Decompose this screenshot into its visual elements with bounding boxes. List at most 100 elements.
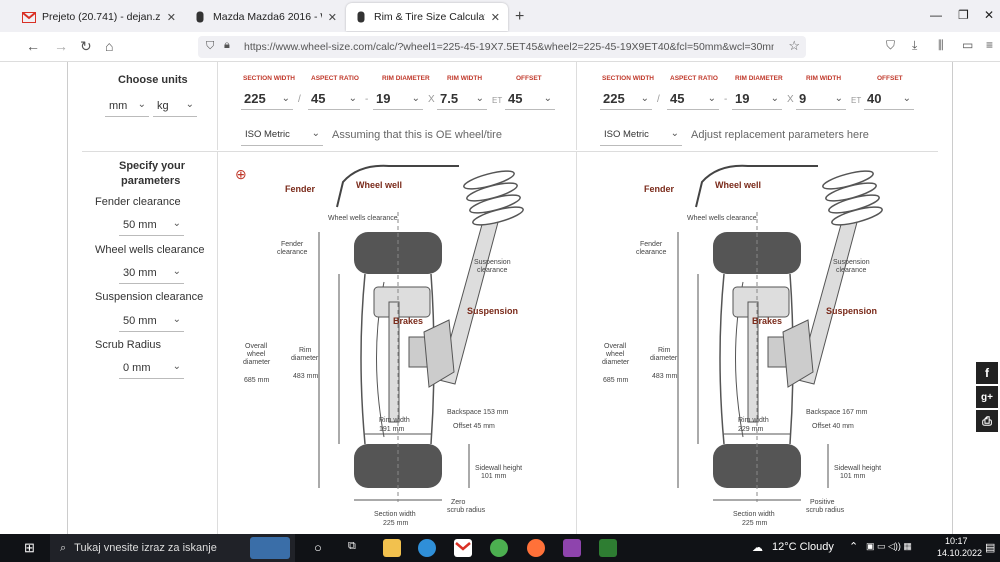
scrub-radius-select[interactable]: 0 mm⌄	[119, 357, 184, 379]
rim-width-select[interactable]: 9⌄	[796, 88, 846, 110]
rim-width-select[interactable]: 7.5⌄	[437, 88, 487, 110]
weather-text[interactable]: 12°C Cloudy	[772, 541, 834, 553]
sidewall-label: Sidewall height	[475, 465, 522, 472]
chevron-down-icon: ⌄	[640, 93, 649, 104]
back-icon[interactable]: ←	[26, 38, 40, 54]
chevron-down-icon: ⌄	[348, 93, 357, 104]
edge-icon[interactable]	[418, 539, 436, 557]
suspension-clearance-label-2: clearance	[836, 267, 866, 274]
tire-top	[354, 232, 442, 274]
close-tab-icon[interactable]: ✕	[327, 11, 337, 24]
tab-calculator[interactable]: Rim & Tire Size Calculator. Cust ✕	[346, 3, 508, 31]
suspension-clearance-label: Suspension	[474, 259, 511, 266]
scrub-label-2: scrub radius	[806, 507, 845, 514]
tab-gmail[interactable]: Prejeto (20.741) - dejan.zmegac ✕	[14, 3, 184, 31]
google-plus-icon[interactable]: g+	[976, 386, 998, 408]
section-width-label: Section width	[733, 511, 775, 518]
wheel-wells-clearance-label: Wheel wells clearance	[328, 215, 398, 222]
home-icon[interactable]: ⌂	[105, 38, 114, 54]
facebook-icon[interactable]: f	[976, 362, 998, 384]
tire-top	[713, 232, 801, 274]
chevron-down-icon: ⌄	[902, 93, 911, 104]
downloads-icon[interactable]: ⤓	[912, 38, 918, 52]
print-icon[interactable]: ⎙	[976, 410, 998, 432]
aspect-ratio-select[interactable]: 45⌄	[308, 88, 360, 110]
cloud-icon: ☁	[752, 542, 763, 554]
offset-select[interactable]: 45⌄	[505, 88, 555, 110]
page-content: Choose units mm⌄ kg⌄ SECTION WIDTH ASPEC…	[0, 62, 1000, 534]
knuckle	[782, 319, 814, 388]
overall-label-1: Overall	[245, 343, 268, 350]
rim-diameter-label-1: Rim	[299, 347, 312, 354]
rim-diameter-label-2: diameter	[291, 355, 319, 362]
fender-clearance-select[interactable]: 50 mm⌄	[119, 214, 184, 236]
cortana-icon[interactable]: ○	[314, 540, 322, 555]
lock-icon: 🔒︎	[224, 39, 230, 51]
browser-nav-bar: ← → ↻ ⌂ ⛉ 🔒︎ https://www.wheel-size.com/…	[0, 32, 1000, 62]
params-heading-1: Specify your	[119, 160, 186, 172]
section-width-select[interactable]: 225⌄	[241, 88, 293, 110]
url-text: https://www.wheel-size.com/calc/?wheel1=…	[244, 41, 774, 53]
teams-icon[interactable]	[563, 539, 581, 557]
rim-diameter-select[interactable]: 19⌄	[732, 88, 782, 110]
windows-start-icon[interactable]: ⊞	[24, 540, 35, 555]
file-explorer-icon[interactable]	[383, 539, 401, 557]
length-unit-select[interactable]: mm⌄	[105, 95, 149, 117]
pocket-icon[interactable]: ⛉	[886, 38, 896, 52]
rim-diameter-select[interactable]: 19⌄	[373, 88, 423, 110]
notifications-icon[interactable]: ▤	[985, 542, 996, 554]
suspension-clearance-select[interactable]: 50 mm⌄	[119, 310, 184, 332]
offset-select[interactable]: 40⌄	[864, 88, 914, 110]
chevron-up-icon[interactable]: ⌃	[849, 541, 859, 553]
task-view-icon[interactable]: ⧉	[348, 540, 356, 552]
menu-icon[interactable]: ≡	[986, 38, 994, 52]
zoom-icon[interactable]: ⊕	[235, 166, 247, 182]
chevron-down-icon: ⌄	[172, 218, 181, 229]
forward-icon[interactable]: →	[54, 38, 68, 54]
news-widget-icon[interactable]	[250, 537, 290, 559]
weight-unit-select[interactable]: kg⌄	[153, 95, 197, 117]
wheel2-hint: Adjust replacement parameters here	[691, 129, 869, 141]
chevron-down-icon: ⌄	[185, 99, 194, 110]
minimize-icon[interactable]: —	[930, 8, 942, 22]
tab-mazda[interactable]: Mazda Mazda6 2016 - Wheel & ✕	[185, 3, 345, 31]
rim-width-value: 229 mm	[738, 426, 763, 433]
wheel2-inputs: SECTION WIDTH ASPECT RATIO RIM DIAMETER …	[578, 62, 938, 150]
wheel-wells-clearance-label: Wheel wells clearance	[95, 244, 205, 256]
section-width-select[interactable]: 225⌄	[600, 88, 652, 110]
windows-taskbar: ⊞ ⌕ Tukaj vnesite izraz za iskanje ○ ⧉ ☁…	[0, 534, 1000, 562]
wheel-wells-clearance-select[interactable]: 30 mm⌄	[119, 262, 184, 284]
scrub-label-2: scrub radius	[447, 507, 486, 514]
reload-icon[interactable]: ↻	[80, 38, 92, 54]
iso-metric-select[interactable]: ISO Metric⌄	[241, 124, 323, 146]
chevron-down-icon: ⌄	[670, 128, 679, 139]
address-bar[interactable]: ⛉ 🔒︎ https://www.wheel-size.com/calc/?wh…	[198, 36, 806, 58]
tire-icon	[193, 10, 207, 24]
system-tray-icons[interactable]: ▣ ▭ ◁)) ▦	[866, 541, 912, 551]
fender-clearance-label: Fender	[640, 241, 663, 248]
scrub-label-1: Zero	[451, 499, 466, 506]
gmail-taskbar-icon[interactable]	[454, 539, 472, 557]
sidebar-icon[interactable]: ▭	[962, 38, 974, 52]
close-tab-icon[interactable]: ✕	[166, 11, 176, 24]
library-icon[interactable]: ⫼	[938, 38, 944, 52]
rim-diameter-label-1: Rim	[658, 347, 671, 354]
fender-label: Fender	[285, 184, 316, 194]
new-tab-button[interactable]: +	[515, 8, 525, 25]
firefox-icon[interactable]	[527, 539, 545, 557]
bookmark-star-icon[interactable]: ☆	[788, 38, 800, 53]
chrome-icon[interactable]	[490, 539, 508, 557]
close-tab-icon[interactable]: ✕	[490, 11, 500, 24]
iso-metric-select[interactable]: ISO Metric⌄	[600, 124, 682, 146]
scrub-radius-label: Scrub Radius	[95, 339, 162, 351]
excel-icon[interactable]	[599, 539, 617, 557]
restore-icon[interactable]: ❐	[958, 8, 969, 22]
section-width-value: 225 mm	[742, 520, 767, 527]
backspace-label: Backspace 167 mm	[806, 409, 868, 416]
close-window-icon[interactable]: ✕	[984, 8, 995, 22]
chevron-down-icon: ⌄	[172, 314, 181, 325]
suspension-clearance-label: Suspension	[833, 259, 870, 266]
spring-coil	[472, 206, 524, 226]
aspect-ratio-select[interactable]: 45⌄	[667, 88, 719, 110]
